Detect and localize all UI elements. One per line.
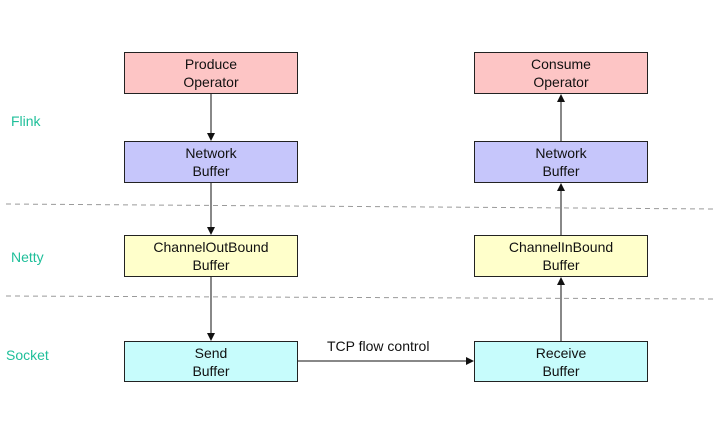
receive-buffer-node: Receive Buffer <box>474 341 648 382</box>
node-label-line1: Network <box>185 145 237 161</box>
network-buffer-out-node: Network Buffer <box>124 141 298 183</box>
layer-separator-netty-socket <box>5 295 717 300</box>
channel-outbound-buffer-node: ChannelOutBound Buffer <box>124 235 298 277</box>
node-label-line1: Consume <box>531 56 591 72</box>
node-label-line2: Buffer <box>192 163 230 179</box>
node-label-line2: Operator <box>533 74 589 90</box>
node-label-line1: ChannelInBound <box>508 239 614 255</box>
tcp-flow-control-label: TCP flow control <box>327 338 430 354</box>
network-buffer-in-node: Network Buffer <box>474 141 648 183</box>
node-label-line2: Buffer <box>542 257 580 273</box>
layer-label-socket: Socket <box>6 347 49 363</box>
layer-label-flink: Flink <box>11 113 41 129</box>
node-label-line1: Network <box>535 145 587 161</box>
node-label-line2: Buffer <box>542 163 580 179</box>
node-label-line1: Produce <box>184 56 238 72</box>
node-label-line2: Operator <box>183 74 239 90</box>
node-label-line2: Buffer <box>192 257 230 273</box>
node-label-line1: Send <box>194 344 228 361</box>
layer-separator-flink-netty <box>5 203 717 210</box>
node-label-line1: ChannelOutBound <box>153 239 269 255</box>
layer-label-netty: Netty <box>11 249 44 265</box>
send-buffer-node: Send Buffer <box>124 341 298 382</box>
produce-operator-node: Produce Operator <box>124 52 298 94</box>
node-label-line1: Receive <box>535 344 587 361</box>
consume-operator-node: Consume Operator <box>474 52 648 94</box>
node-label-line2: Buffer <box>542 362 580 379</box>
channel-inbound-buffer-node: ChannelInBound Buffer <box>474 235 648 277</box>
node-label-line2: Buffer <box>192 362 230 379</box>
